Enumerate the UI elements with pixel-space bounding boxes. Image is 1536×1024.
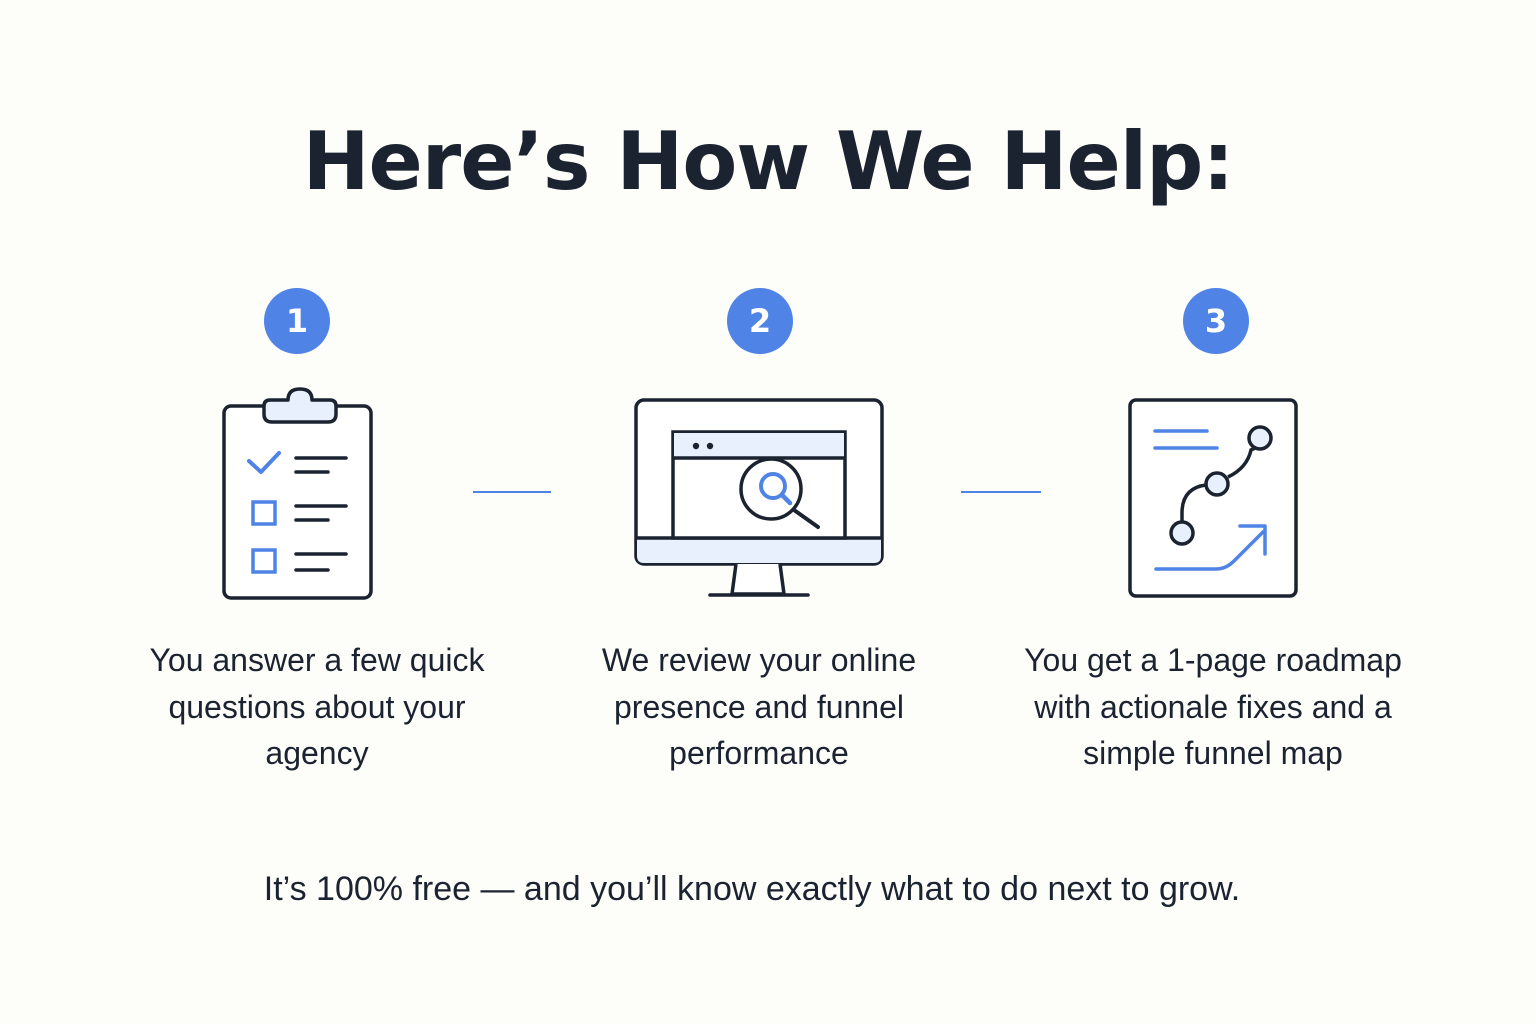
roadmap-icon (1128, 398, 1298, 598)
step-2-description: We review your online presence and funne… (601, 642, 917, 771)
step-3-description: You get a 1-page roadmap with actionale … (1024, 642, 1402, 771)
step-1-number-badge: 1 (264, 288, 330, 354)
step-3-number-badge: 3 (1183, 288, 1249, 354)
footer-note: It’s 100% free — and you’ll know exactly… (263, 870, 1241, 908)
step-connector-2 (961, 491, 1041, 493)
monitor-search-icon (634, 398, 884, 597)
clipboard-checklist-icon (222, 387, 373, 600)
page-title: Here’s How We Help: (302, 115, 1235, 208)
step-connector-1 (473, 491, 551, 493)
step-2-number-badge: 2 (727, 288, 793, 354)
step-1-description: You answer a few quick questions about y… (149, 642, 485, 771)
